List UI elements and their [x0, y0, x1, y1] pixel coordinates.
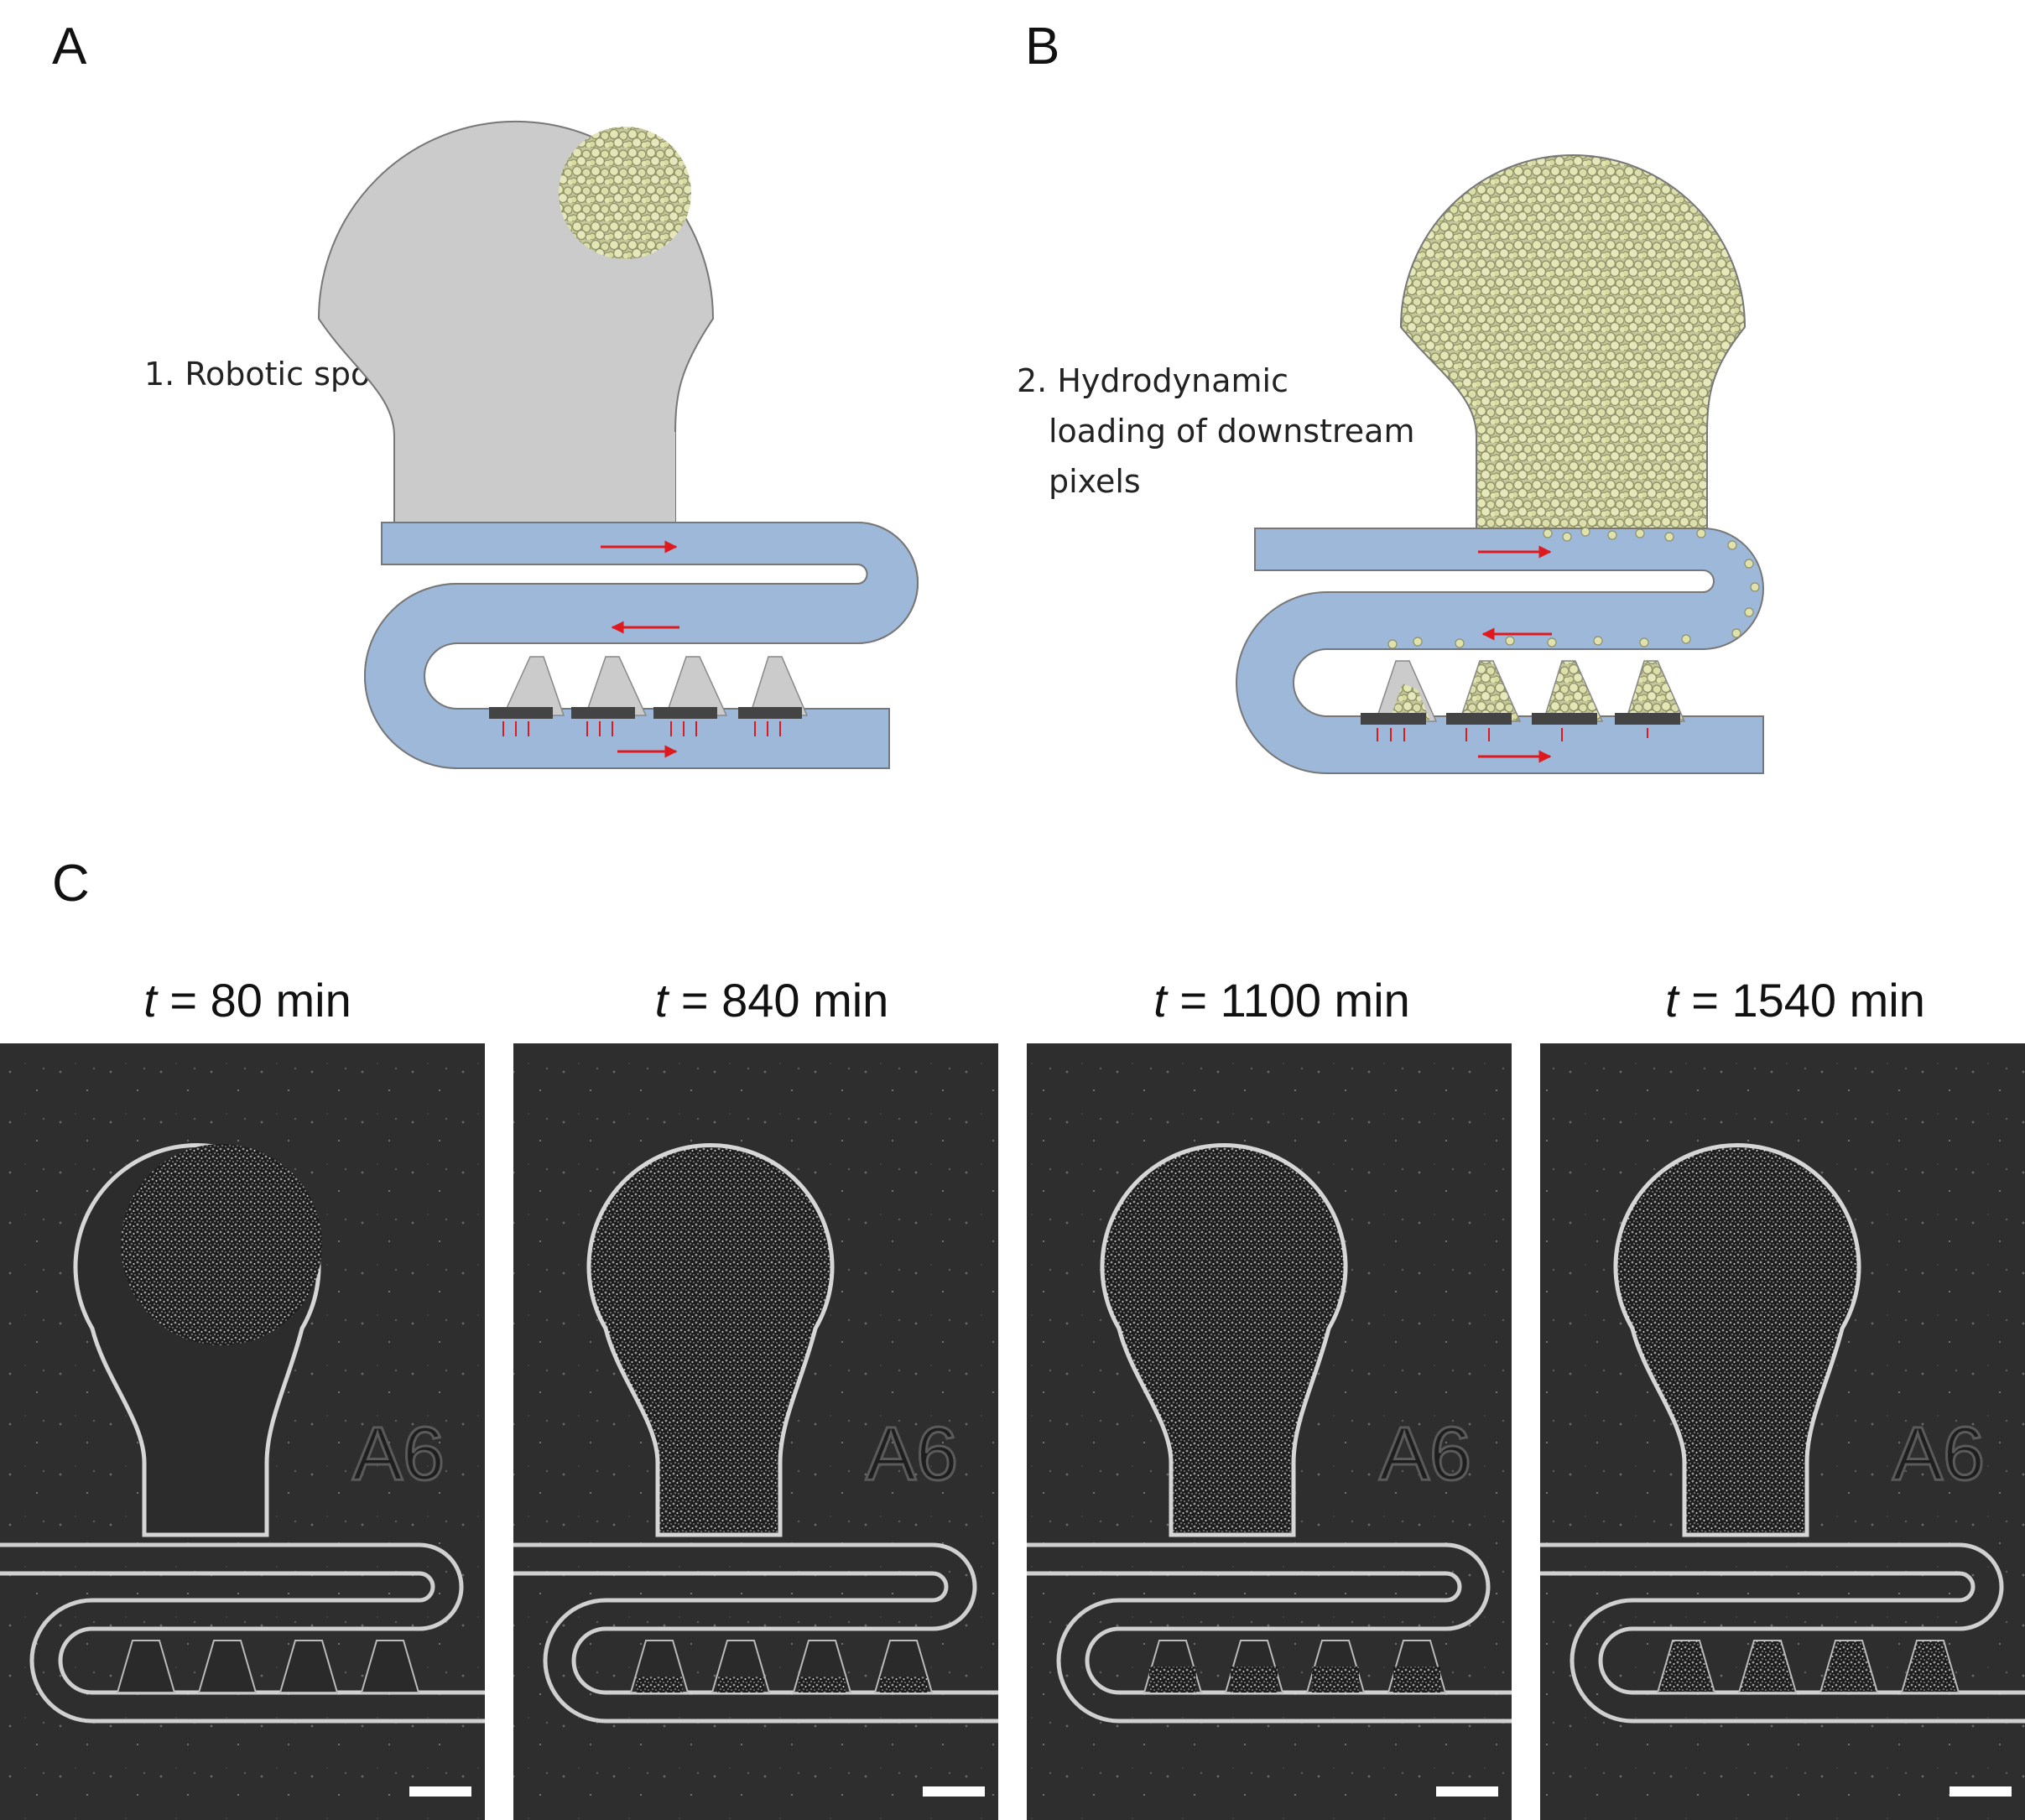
trap-micrograph	[116, 1640, 176, 1693]
channel-clean	[364, 522, 919, 769]
time-value: = 840 min	[680, 974, 889, 1027]
channel-micrograph	[513, 1542, 998, 1724]
micrograph-panel-1: A6	[0, 1043, 485, 1820]
loose-cells	[1387, 527, 1760, 649]
caption-line-3: pixels	[1049, 463, 1141, 500]
chamber-micrograph	[1100, 1143, 1348, 1537]
time-var: t	[143, 974, 157, 1027]
scale-bar	[409, 1786, 471, 1797]
time-value: = 1540 min	[1691, 974, 1925, 1027]
chamber-neck-fill	[610, 394, 674, 528]
trap-row-a	[489, 656, 809, 719]
trap-flow-arrows-a	[502, 721, 781, 736]
channel-micrograph	[1027, 1542, 1512, 1724]
caption-line-2: loading of downstream	[1049, 413, 1415, 450]
trap-micrograph	[197, 1640, 258, 1693]
trap-micrograph	[1737, 1640, 1798, 1693]
chip-label: A6	[1892, 1412, 1985, 1496]
trap-micrograph	[360, 1640, 420, 1693]
chip-label: A6	[866, 1412, 958, 1496]
trap-cells	[1231, 1667, 1278, 1693]
trap-flow-arrows-b	[1377, 728, 1648, 741]
channel-micrograph	[1540, 1542, 2025, 1724]
time-var: t	[1153, 974, 1167, 1027]
trap-cells	[880, 1677, 927, 1693]
chamber-filled	[1399, 154, 1746, 529]
scale-bar	[923, 1786, 985, 1797]
cell-spot	[559, 127, 691, 259]
trap-cells	[1312, 1667, 1359, 1693]
panel-letter-a: A	[52, 18, 87, 75]
trap-micrograph	[1819, 1640, 1879, 1693]
trap-cells	[717, 1677, 764, 1693]
chamber-micrograph	[586, 1143, 835, 1537]
channel-micrograph	[0, 1542, 485, 1724]
trap-micrograph	[1656, 1640, 1716, 1693]
panel-b-diagram	[1236, 154, 1764, 774]
time-var: t	[654, 974, 669, 1027]
panel-letter-c: C	[52, 855, 90, 913]
channel-b	[1236, 528, 1764, 774]
scale-bar	[1436, 1786, 1498, 1797]
chip-label: A6	[1379, 1412, 1471, 1496]
panel-letter-b: B	[1025, 18, 1060, 75]
trap-micrograph	[1900, 1640, 1960, 1693]
trap-cells	[636, 1677, 683, 1693]
chip-label: A6	[352, 1412, 445, 1496]
trap-cells	[1149, 1667, 1196, 1693]
time-label-2: t = 840 min	[562, 973, 981, 1027]
trap-cells	[1393, 1667, 1440, 1693]
time-label-3: t = 1100 min	[1072, 973, 1491, 1027]
caption-hydrodynamic-loading: 2. Hydrodynamic loading of downstream pi…	[1017, 356, 1414, 507]
micrograph-row: A6 A6 A6 A6	[0, 1043, 2025, 1820]
micrograph-panel-2: A6	[513, 1043, 998, 1820]
trap-micrograph	[279, 1640, 339, 1693]
time-label-1: t = 80 min	[38, 973, 457, 1027]
time-value: = 1100 min	[1179, 974, 1410, 1027]
time-var: t	[1665, 974, 1679, 1027]
micrograph-panel-3: A6	[1027, 1043, 1512, 1820]
chamber-micrograph	[1613, 1143, 1861, 1537]
caption-line-1: 2. Hydrodynamic	[1017, 362, 1289, 399]
panel-a-diagram	[317, 121, 919, 769]
scale-bar	[1950, 1786, 2012, 1797]
time-value: = 80 min	[169, 974, 351, 1027]
micrograph-panel-4: A6	[1540, 1043, 2025, 1820]
trap-cells	[799, 1677, 846, 1693]
time-label-4: t = 1540 min	[1585, 973, 2005, 1027]
cell-spot-micrograph	[121, 1144, 322, 1345]
trap-row-b	[1361, 660, 1686, 725]
